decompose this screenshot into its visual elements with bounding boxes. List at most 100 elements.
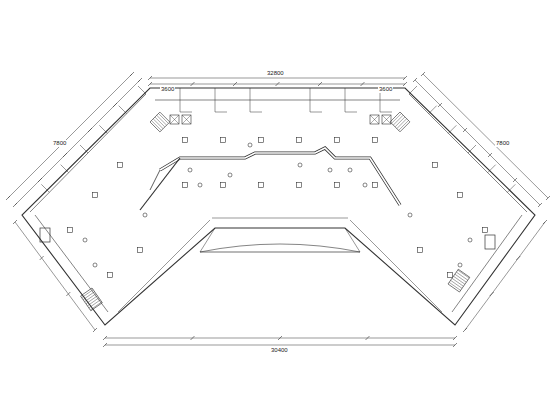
device-symbol [248,143,252,147]
wall-line [233,82,237,86]
wall-line [488,153,492,157]
wall-line [118,220,210,312]
wall-line [180,88,192,112]
wall-line [361,82,365,86]
wall-line [40,256,44,260]
wall-line [140,158,180,210]
lift [382,115,391,124]
column [183,183,188,188]
wall-line [191,336,195,340]
wall-line [66,292,70,296]
wall-line [200,228,215,252]
wall-line [415,80,540,205]
column [108,273,113,278]
wall-line [200,252,360,253]
wall-line [6,196,10,200]
wall-line [99,125,107,133]
wall-line [438,103,442,107]
stair [390,112,410,132]
device-symbol [298,163,302,167]
column [221,183,226,188]
wall-line [513,178,517,182]
device-symbol [198,183,202,187]
device-symbol [348,168,352,172]
device-symbol [408,213,412,217]
device-symbol [83,238,87,242]
column [183,138,188,143]
device-symbol [188,168,192,172]
wall-line [507,184,515,192]
column [458,193,463,198]
wall-line [345,88,357,112]
column [433,163,438,168]
wall-line [61,165,69,173]
column [448,273,453,278]
wall-line [276,82,280,86]
wall-line [150,170,160,190]
wall-line [409,86,417,94]
wall-line [155,100,400,101]
dimension-text: 7800 [52,140,67,147]
wall-line [13,220,17,224]
wall-line [409,94,527,212]
wall-line [382,115,391,124]
wall-line [468,145,476,153]
wall-line [370,115,379,124]
device-symbol [143,213,147,217]
wall-line [113,103,117,107]
panel [40,228,50,242]
column [93,193,98,198]
wall-line [215,88,227,112]
wall-line [170,115,179,124]
column [418,248,423,253]
wall-line [13,203,17,207]
column [297,183,302,188]
wall-line [370,115,379,124]
stair [81,288,103,311]
canopy [200,244,360,252]
wall-line [350,220,442,312]
wall-line [88,128,92,132]
wall-line [103,336,107,340]
wall-line [182,115,191,124]
wall-line [30,94,146,212]
column [68,228,73,233]
device-symbol [93,263,97,267]
wall-line [138,78,142,82]
dimension-text: 3600 [160,86,175,93]
wall-line [345,228,360,252]
column [118,163,123,168]
wall-line [382,115,391,124]
wall-line [453,343,457,347]
wall-line [41,184,49,192]
wall-line [465,222,545,330]
wall-line [212,218,348,219]
wall-line [278,336,282,340]
column [138,248,143,253]
wall-line [318,82,322,86]
wall-line [429,106,437,114]
column [335,138,340,143]
column [373,138,378,143]
wall-line [516,256,520,260]
lift [170,115,179,124]
wall-line [366,336,370,340]
wall-line [103,343,107,347]
wall-line [191,82,195,86]
wall-line [160,148,400,205]
device-symbol [468,238,472,242]
wall-line [148,76,152,80]
wall-line [403,82,407,86]
wall-line [488,165,496,173]
wall-line [463,328,467,332]
wall-line [423,74,548,198]
wall-line [546,196,550,200]
wall-line [310,88,322,112]
stair [448,269,470,292]
column [483,228,488,233]
wall-line [93,328,97,332]
wall-line [543,220,547,224]
column [373,183,378,188]
wall-line [63,153,67,157]
